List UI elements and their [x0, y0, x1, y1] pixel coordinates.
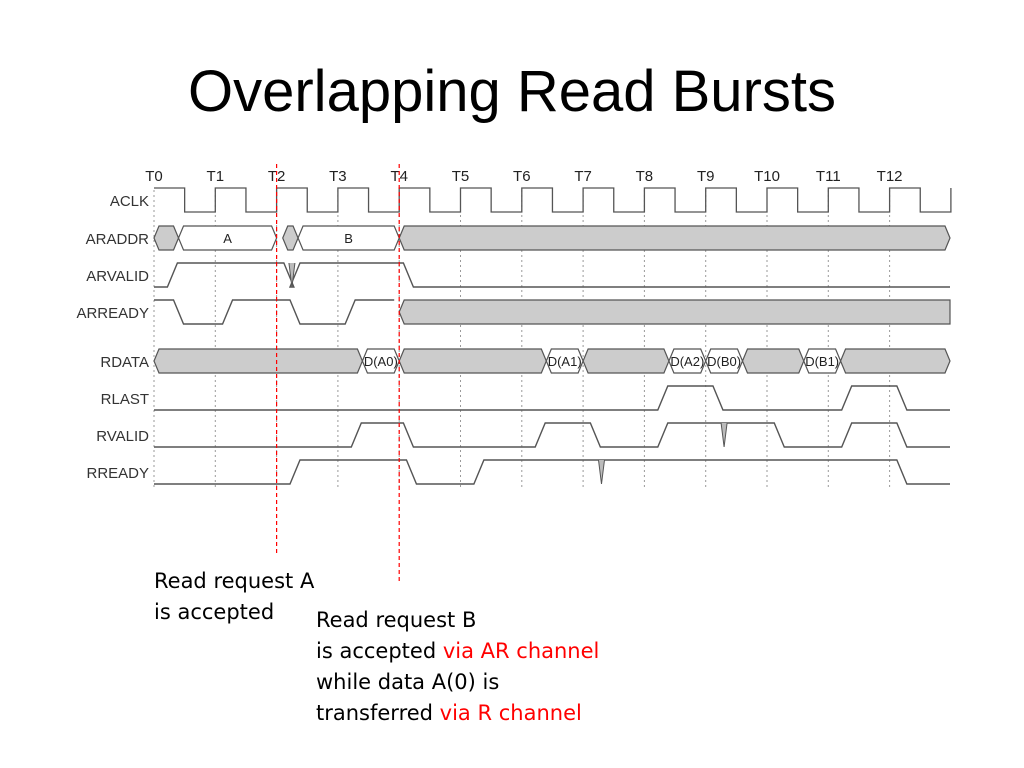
cycle-label-t2: T2 — [268, 168, 286, 185]
cycle-label-t10: T10 — [754, 168, 780, 185]
rvalid-waveform — [154, 422, 950, 448]
cycle-label-t3: T3 — [329, 168, 347, 185]
cycle-label-t9: T9 — [697, 168, 715, 185]
araddr-segment-2 — [282, 225, 299, 251]
arready-waveform — [154, 299, 395, 325]
annotation-a-line2: is accepted — [154, 600, 275, 624]
rdata-segment-0 — [153, 348, 364, 374]
cycle-label-t11: T11 — [816, 168, 841, 185]
araddr-segment-4 — [398, 225, 951, 251]
annotation-b-line2-text: is accepted — [316, 639, 443, 663]
annotation-request-a: Read request A is accepted — [154, 566, 354, 628]
annotation-b-line4-text: transferred — [316, 701, 440, 725]
rdata-value-label: D(B1) — [805, 354, 839, 369]
signal-label-rlast: RLAST — [101, 391, 149, 408]
cycle-label-t7: T7 — [574, 168, 592, 185]
aclk-waveform — [154, 187, 952, 213]
rready-waveform — [154, 459, 950, 485]
arvalid-glitch — [288, 262, 296, 288]
slide-title: Overlapping Read Bursts — [188, 59, 836, 124]
cycle-label-t0: T0 — [145, 168, 163, 185]
rdata-segment-4 — [582, 348, 670, 374]
arvalid-waveform — [154, 262, 950, 288]
annotation-b-line4: transferred via R channel — [316, 698, 646, 729]
annotation-b-line3: while data A(0) is — [316, 670, 500, 694]
rvalid-glitch — [720, 422, 728, 448]
signal-label-rready: RREADY — [86, 465, 149, 482]
annotation-b-r-channel: via R channel — [439, 701, 582, 725]
arready-dont-care — [398, 299, 951, 325]
rdata-segment-7 — [741, 348, 805, 374]
signal-label-rdata: RDATA — [100, 354, 149, 371]
annotation-b-line2: is accepted via AR channel — [316, 636, 646, 667]
annotation-request-b: Read request B is accepted via AR channe… — [316, 605, 646, 729]
rready-glitch — [597, 459, 605, 485]
cycle-label-t4: T4 — [390, 168, 408, 185]
cycle-label-t8: T8 — [636, 168, 654, 185]
annotation-b-ar-channel: via AR channel — [442, 639, 600, 663]
rdata-value-label: D(A0) — [364, 354, 398, 369]
cycle-label-t12: T12 — [877, 168, 903, 185]
rdata-value-label: D(A2) — [670, 354, 704, 369]
rdata-value-label: D(A1) — [548, 354, 582, 369]
cycle-label-t6: T6 — [513, 168, 531, 185]
araddr-value-label: A — [223, 231, 232, 246]
signal-label-arvalid: ARVALID — [86, 268, 149, 285]
signal-label-aclk: ACLK — [110, 193, 149, 210]
signal-label-rvalid: RVALID — [96, 428, 149, 445]
araddr-segment-0 — [153, 225, 180, 251]
annotation-a-line1: Read request A — [154, 569, 315, 593]
cycle-label-t5: T5 — [452, 168, 470, 185]
signal-label-arready: ARREADY — [76, 305, 149, 322]
annotation-b-line1: Read request B — [316, 608, 477, 632]
rdata-segment-2 — [398, 348, 547, 374]
rdata-value-label: D(B0) — [707, 354, 741, 369]
signal-label-araddr: ARADDR — [86, 231, 150, 248]
cycle-label-t1: T1 — [207, 168, 225, 185]
rlast-waveform — [154, 385, 950, 411]
rdata-segment-9 — [839, 348, 951, 374]
araddr-value-label: B — [344, 231, 353, 246]
